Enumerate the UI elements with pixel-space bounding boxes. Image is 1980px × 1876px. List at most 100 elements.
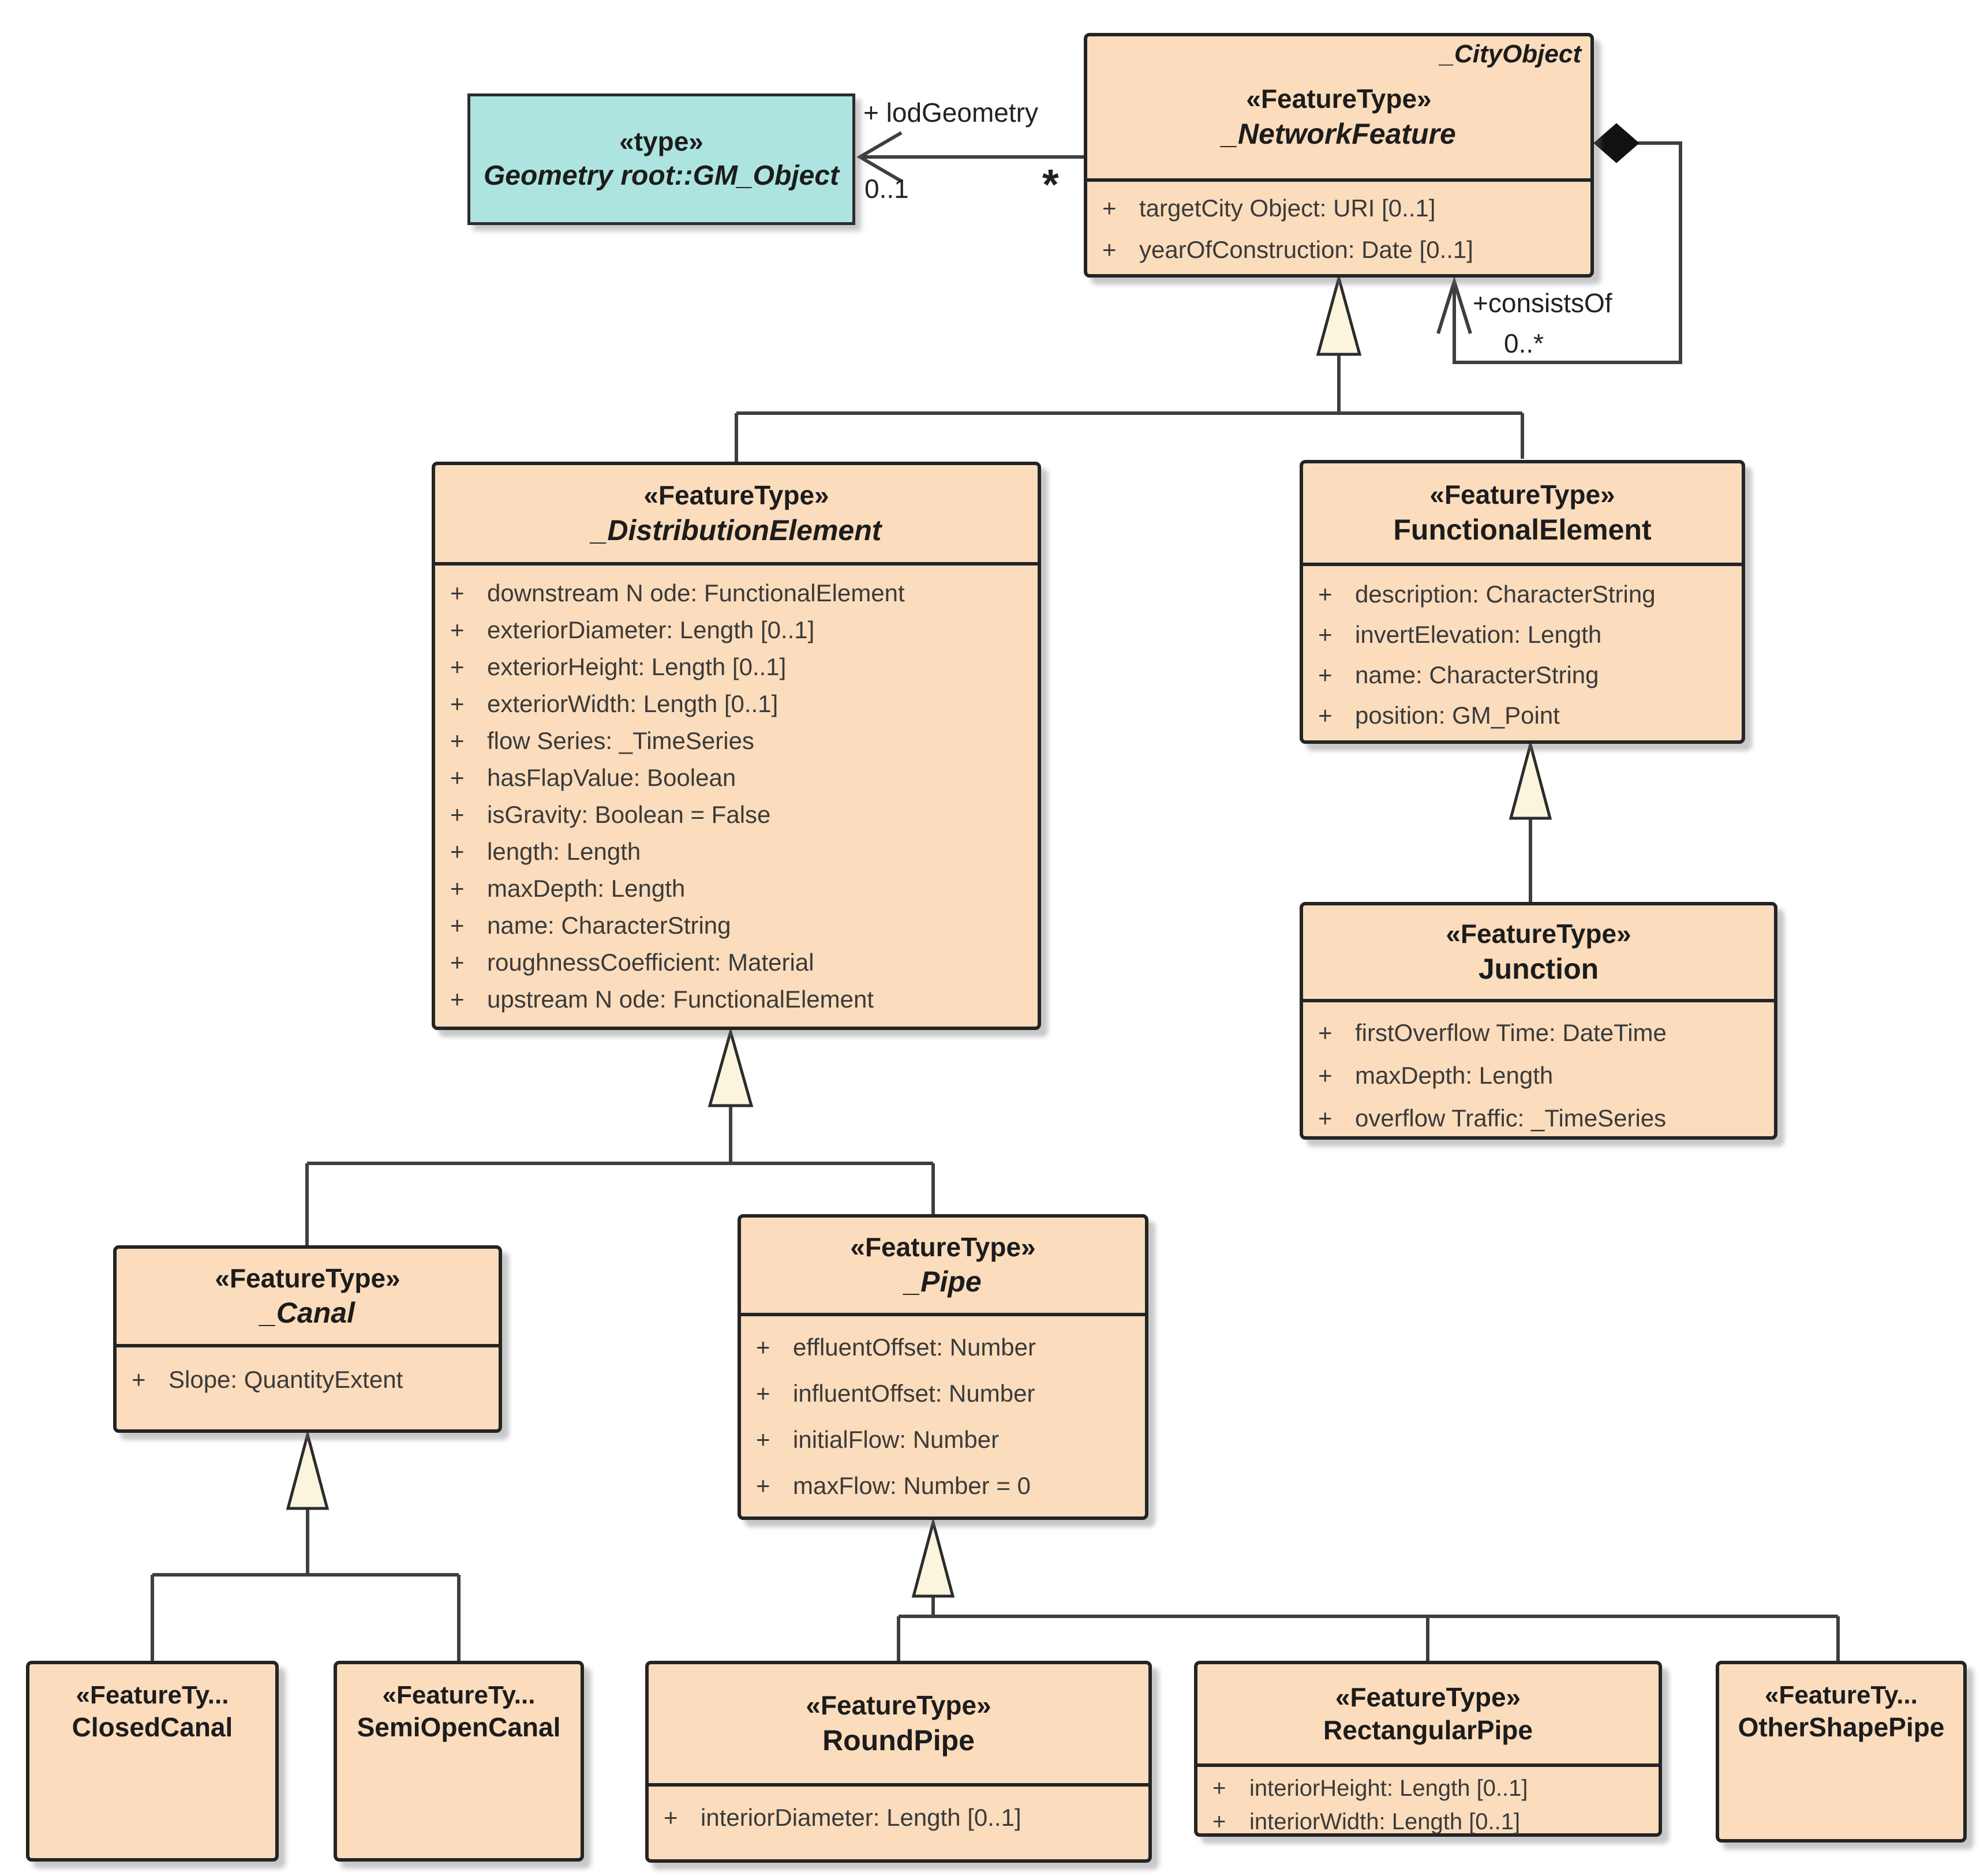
parent-class-corner-label: _CityObject (1440, 40, 1581, 68)
class-name: OtherShapePipe (1738, 1712, 1945, 1742)
attribute-text: name: CharacterString (1355, 661, 1599, 688)
stereotype-label: «FeatureType» (1446, 919, 1631, 949)
attribute-text: position: GM_Point (1355, 702, 1560, 729)
attribute-text: name: CharacterString (487, 912, 731, 939)
association-lodgeometry[interactable] (856, 131, 1084, 183)
class-gm-object[interactable]: «type» Geometry root::GM_Object (467, 93, 855, 225)
visibility-plus: + (450, 986, 465, 1013)
attribute-row: + maxDepth: Length (450, 870, 1033, 907)
class-closedcanal[interactable]: «FeatureTy... ClosedCanal (26, 1661, 279, 1862)
attribute-row: + exteriorHeight: Length [0..1] (450, 649, 1033, 686)
class-name: _NetworkFeature (1222, 117, 1456, 150)
class-semiopencanal[interactable]: «FeatureTy... SemiOpenCanal (334, 1661, 584, 1862)
visibility-plus: + (1212, 1776, 1226, 1801)
class-rectangularpipe[interactable]: «FeatureType» RectangularPipe +interiorH… (1194, 1661, 1662, 1837)
attribute-row: +interiorWidth: Length [0..1] (1212, 1805, 1654, 1838)
attribute-text: exteriorDiameter: Length [0..1] (487, 616, 815, 643)
visibility-plus: + (450, 838, 465, 865)
class-name: RectangularPipe (1323, 1715, 1533, 1745)
attribute-row: + influentOffset: Number (756, 1371, 1140, 1417)
attribute-text: invertElevation: Length (1355, 621, 1602, 648)
visibility-plus: + (1318, 621, 1333, 648)
attribute-text: Slope: QuantityExtent (169, 1366, 403, 1393)
class-othershapepipe[interactable]: «FeatureTy... OtherShapePipe (1716, 1661, 1967, 1843)
generalization-to-pipe[interactable] (897, 1516, 1840, 1661)
visibility-plus: + (450, 875, 465, 902)
visibility-plus: + (450, 616, 465, 643)
class-name: RoundPipe (822, 1724, 975, 1757)
class-name: FunctionalElement (1393, 513, 1652, 546)
attribute-text: yearOfConstruction: Date [0..1] (1139, 236, 1473, 263)
attribute-row: +downstream N ode: FunctionalElement (450, 575, 1033, 612)
visibility-plus: + (756, 1380, 770, 1407)
class-name: _DistributionElement (591, 514, 882, 546)
class-junction[interactable]: «FeatureType» Junction +firstOverflow Ti… (1300, 902, 1777, 1140)
attribute-row: + invertElevation: Length (1318, 615, 1737, 655)
attribute-text: isGravity: Boolean = False (487, 801, 771, 828)
visibility-plus: + (1102, 194, 1117, 222)
attribute-text: downstream N ode: FunctionalElement (487, 579, 905, 606)
generalization-triangle-icon (286, 1429, 330, 1510)
attribute-row: + interiorDiameter: Length [0..1] (664, 1797, 1144, 1838)
stereotype-label: «FeatureType» (806, 1690, 991, 1720)
generalization-to-canal[interactable] (151, 1429, 461, 1661)
visibility-plus: + (450, 653, 465, 680)
class-canal[interactable]: «FeatureType» _Canal +Slope: QuantityExt… (113, 1245, 502, 1433)
attribute-text: interiorDiameter: Length [0..1] (701, 1804, 1021, 1831)
attribute-text: exteriorHeight: Length [0..1] (487, 653, 787, 680)
attribute-row: +length: Length (450, 833, 1033, 870)
attribute-row: +hasFlapValue: Boolean (450, 759, 1033, 796)
stereotype-label: «FeatureType» (1429, 480, 1615, 510)
attribute-row: +firstOverflow Time: DateTime (1318, 1012, 1769, 1054)
visibility-plus: + (664, 1804, 678, 1831)
visibility-plus: + (450, 912, 465, 939)
attribute-row: + name: CharacterString (450, 907, 1033, 944)
generalization-triangle-icon (1316, 272, 1362, 356)
class-pipe[interactable]: «FeatureType» _Pipe +effluentOffset: Num… (738, 1214, 1148, 1520)
attribute-row: +description: CharacterString (1318, 574, 1737, 615)
generalization-to-distributionelement[interactable] (305, 1026, 935, 1245)
attribute-row: +position: GM_Point (1318, 695, 1737, 736)
lodgeometry-source-multiplicity: * (1042, 160, 1059, 208)
visibility-plus: + (1318, 581, 1333, 608)
open-arrowhead-icon (856, 131, 903, 183)
attribute-row: +flow Series: _TimeSeries (450, 722, 1033, 759)
attribute-text: influentOffset: Number (793, 1380, 1035, 1407)
visibility-plus: + (450, 949, 465, 976)
generalization-junction[interactable] (1509, 739, 1552, 902)
visibility-plus: + (450, 727, 465, 754)
generalization-triangle-icon (911, 1516, 955, 1598)
attribute-row: +exteriorWidth: Length [0..1] (450, 686, 1033, 722)
stereotype-label: «type» (619, 126, 703, 157)
lodgeometry-target-multiplicity: 0..1 (864, 174, 909, 204)
attribute-text: initialFlow: Number (793, 1426, 1000, 1453)
consistsof-multiplicity: 0..* (1504, 328, 1544, 358)
attribute-row: +interiorHeight: Length [0..1] (1212, 1772, 1654, 1805)
class-distributionelement[interactable]: «FeatureType» _DistributionElement +down… (432, 462, 1041, 1030)
attribute-row: + targetCity Object: URI [0..1] (1102, 188, 1586, 229)
class-functionalelement[interactable]: «FeatureType» FunctionalElement +descrip… (1300, 460, 1745, 744)
attribute-text: exteriorWidth: Length [0..1] (487, 690, 778, 717)
generalization-to-networkfeature[interactable] (735, 272, 1524, 462)
attribute-text: roughnessCoefficient: Material (487, 949, 814, 976)
generalization-triangle-icon (1509, 739, 1552, 820)
attribute-text: firstOverflow Time: DateTime (1355, 1019, 1667, 1046)
class-name: _Canal (260, 1297, 355, 1329)
attribute-row: +initialFlow: Number (756, 1417, 1140, 1463)
composition-consistsof[interactable] (1436, 123, 1682, 364)
class-networkfeature[interactable]: _CityObject «FeatureType» _NetworkFeatur… (1084, 33, 1594, 278)
lodgeometry-role-label: + lodGeometry (863, 98, 1038, 128)
visibility-plus: + (1318, 1104, 1333, 1132)
class-name: _Pipe (904, 1265, 982, 1298)
class-name: SemiOpenCanal (357, 1712, 561, 1742)
open-arrowhead-icon (1436, 275, 1472, 334)
attribute-text: interiorWidth: Length [0..1] (1249, 1809, 1521, 1834)
stereotype-label: «FeatureType» (1246, 84, 1432, 114)
class-roundpipe[interactable]: «FeatureType» RoundPipe + interiorDiamete… (645, 1661, 1152, 1863)
attribute-text: maxDepth: Length (487, 875, 686, 902)
attribute-row: +Slope: QuantityExtent (132, 1360, 494, 1399)
attribute-text: targetCity Object: URI [0..1] (1139, 194, 1436, 222)
visibility-plus: + (756, 1334, 770, 1361)
